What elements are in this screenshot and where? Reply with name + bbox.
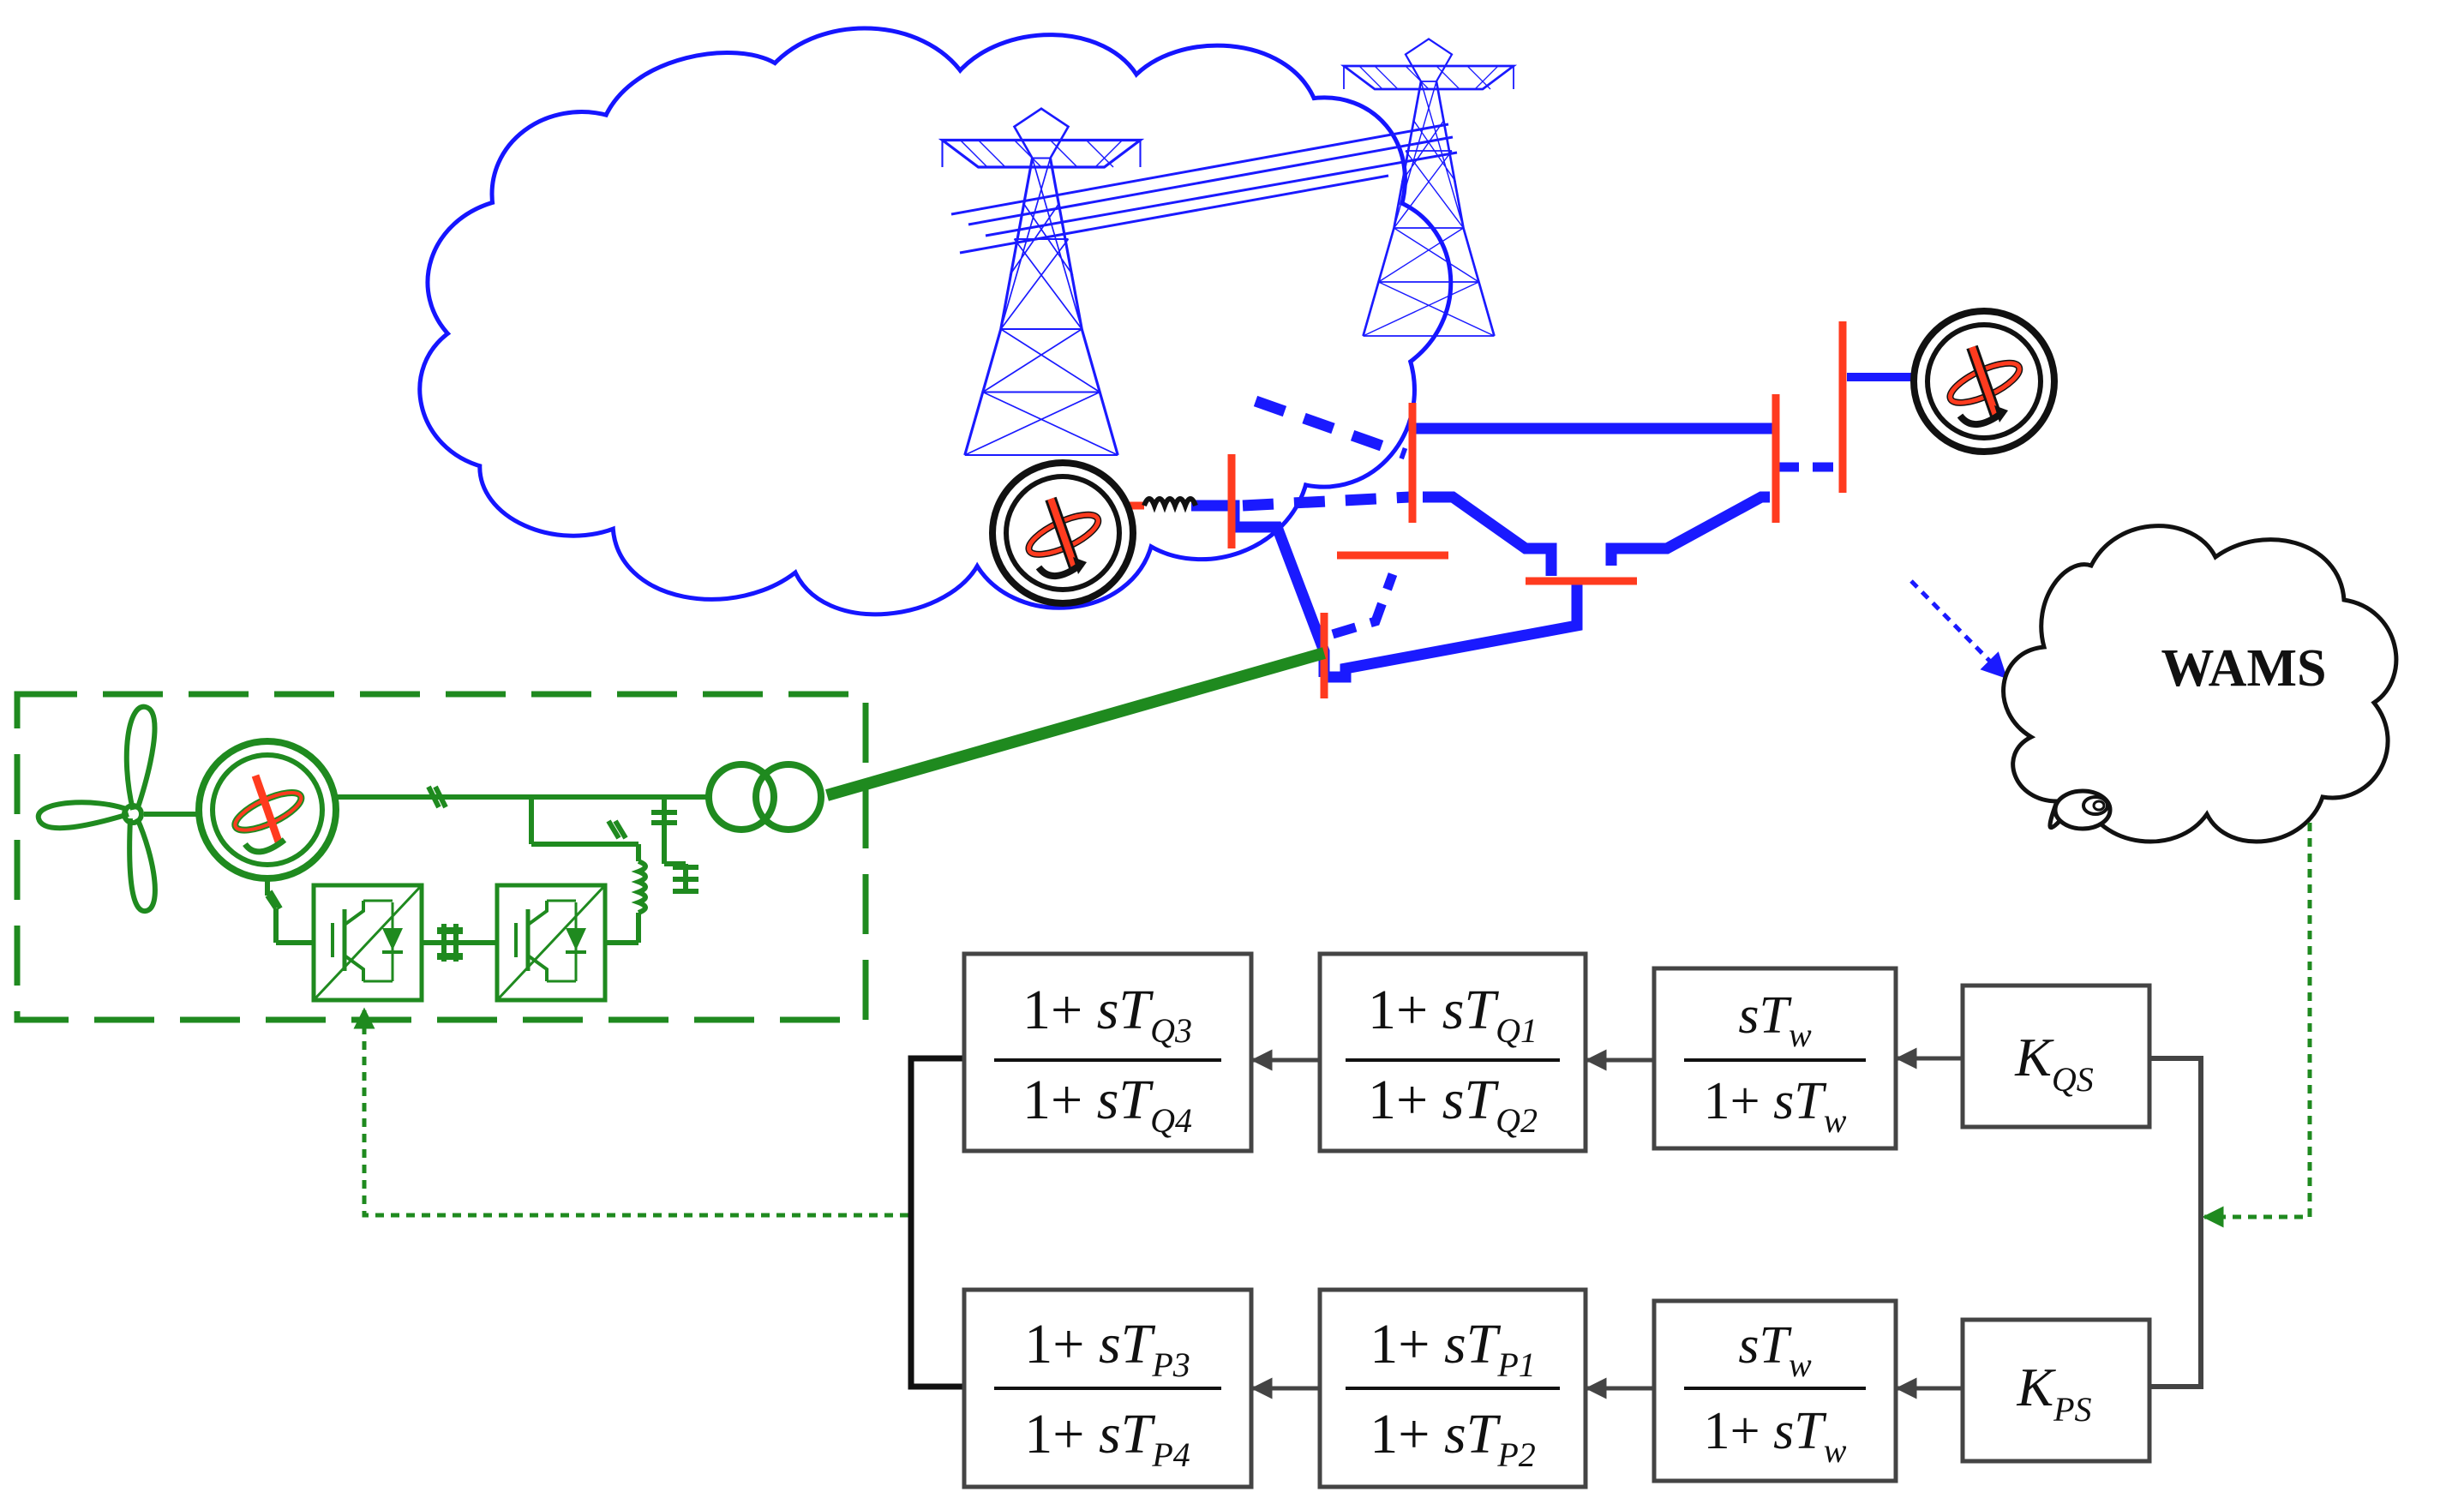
control-signal-to-converter (353, 1007, 908, 1218)
lead-lag-block-p2: 1+ sTP3 1+ sTP4 (962, 1287, 1254, 1489)
svg-text:1+ sTQ4: 1+ sTQ4 (1022, 1069, 1192, 1140)
svg-text:1+ sTw: 1+ sTw (1704, 1072, 1847, 1140)
converter-icon (497, 885, 605, 1000)
power-network-cloud (424, 33, 1447, 610)
svg-text:1+ sTQ3: 1+ sTQ3 (1022, 979, 1192, 1050)
wind-turbine-icon (35, 704, 158, 914)
generator-icon (1914, 311, 2054, 452)
gain-block-ps: KPS (1960, 1317, 2152, 1464)
converter-icon (314, 885, 422, 1000)
svg-text:1+ sTP4: 1+ sTP4 (1024, 1403, 1190, 1474)
wind-farm-tie-line (825, 647, 1326, 801)
washout-block-p: sTw 1+ sTw (1652, 1298, 1898, 1483)
wind-farm-boundary (14, 691, 869, 1023)
svg-text:1+ sTQ1: 1+ sTQ1 (1368, 979, 1538, 1050)
generator-icon (992, 463, 1133, 603)
svg-text:KPS: KPS (2016, 1357, 2091, 1429)
svg-text:KQS: KQS (2014, 1027, 2094, 1099)
lead-lag-block-p1: 1+ sTP1 1+ sTP2 (1317, 1287, 1588, 1489)
transformer-icon (705, 761, 824, 833)
lead-lag-block-q2: 1+ sTQ3 1+ sTQ4 (962, 951, 1254, 1153)
controller-wiring (908, 1047, 2203, 1399)
wind-farm-circuit (144, 785, 716, 962)
gain-block-qs: KQS (1960, 983, 2152, 1129)
svg-text:sTw: sTw (1738, 1316, 1812, 1384)
generator-icon (195, 738, 339, 882)
svg-text:sTw: sTw (1738, 986, 1812, 1054)
lead-lag-block-q1: 1+ sTQ1 1+ sTQ2 (1317, 951, 1588, 1153)
svg-text:1+ sTQ2: 1+ sTQ2 (1368, 1069, 1538, 1140)
wams-output-signal (2202, 823, 2312, 1228)
measurement-arrow (1909, 579, 2008, 680)
wams-label: WAMS (2161, 639, 2327, 698)
wams-cloud (2001, 524, 2399, 844)
svg-text:1+ sTP2: 1+ sTP2 (1370, 1403, 1536, 1474)
svg-text:1+ sTP3: 1+ sTP3 (1024, 1313, 1190, 1384)
network-single-line (1114, 321, 1920, 698)
washout-block-q: sTw 1+ sTw (1652, 966, 1898, 1151)
svg-text:1+ sTw: 1+ sTw (1704, 1402, 1847, 1470)
svg-text:1+ sTP1: 1+ sTP1 (1370, 1313, 1536, 1384)
